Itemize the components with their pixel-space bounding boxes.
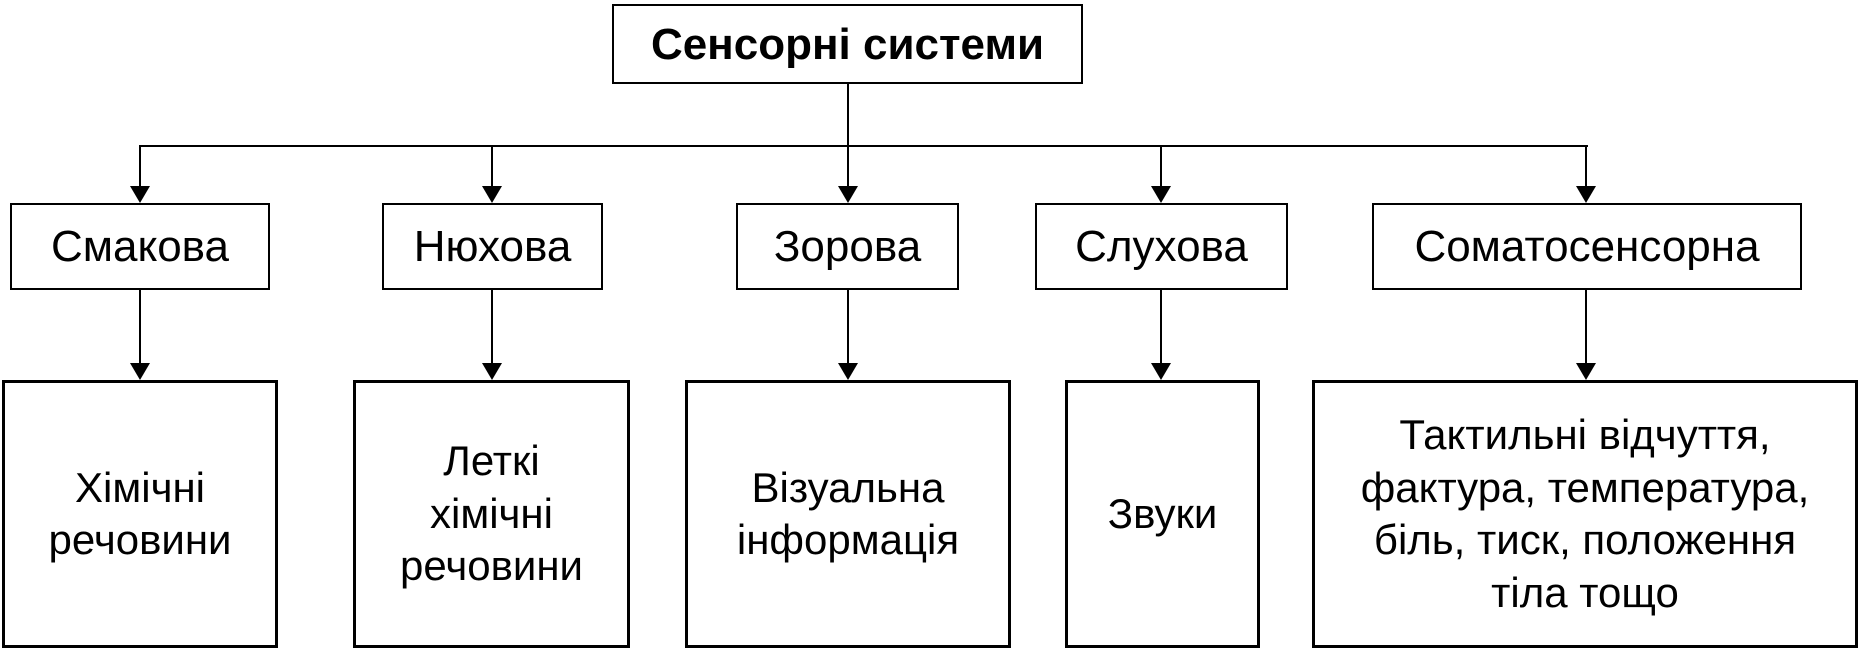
connector-drop-line-4 (1160, 145, 1162, 187)
node-sounds-label: Звуки (1107, 489, 1218, 537)
node-visual-information: Візуальна інформація (685, 380, 1011, 648)
node-visual-system-label: Зорова (773, 222, 922, 271)
connector-stimulus-line-3 (847, 290, 849, 364)
node-volatile-chemical-substances: Леткі хімічні речовини (353, 380, 630, 648)
node-visual-information-label: Візуальна інформація (736, 463, 960, 564)
node-taste-system-label: Смакова (50, 222, 230, 271)
connector-drop-line-2 (491, 145, 493, 187)
node-visual-system: Зорова (736, 203, 959, 290)
arrowhead-down-icon (1151, 363, 1171, 380)
connector-trunk-line (847, 84, 849, 187)
arrowhead-down-icon (482, 186, 502, 203)
node-somatosensory-system-label: Соматосенсорна (1414, 222, 1760, 271)
node-somatosensory-system: Соматосенсорна (1372, 203, 1802, 290)
connector-drop-line-1 (139, 145, 141, 187)
arrowhead-down-icon (482, 363, 502, 380)
node-sensory-systems-label: Сенсорні системи (650, 19, 1045, 69)
arrowhead-down-icon (1151, 186, 1171, 203)
node-tactile-sensations-label: Тактильні відчуття, фактура, температура… (1360, 411, 1810, 616)
connector-stimulus-line-2 (491, 290, 493, 364)
arrowhead-down-icon (130, 363, 150, 380)
node-chemical-substances-label: Хімічні речовини (48, 463, 232, 564)
arrowhead-down-icon (130, 186, 150, 203)
node-tactile-sensations: Тактильні відчуття, фактура, температура… (1312, 380, 1858, 648)
node-taste-system: Смакова (10, 203, 270, 290)
node-chemical-substances: Хімічні речовини (2, 380, 278, 648)
node-sounds: Звуки (1065, 380, 1260, 648)
connector-bus-line (139, 145, 1588, 147)
connector-stimulus-line-1 (139, 290, 141, 364)
node-olfactory-system: Нюхова (382, 203, 603, 290)
arrowhead-down-icon (1576, 186, 1596, 203)
connector-stimulus-line-5 (1585, 290, 1587, 364)
node-auditory-system: Слухова (1035, 203, 1288, 290)
arrowhead-down-icon (1576, 363, 1596, 380)
arrowhead-down-icon (838, 186, 858, 203)
arrowhead-down-icon (838, 363, 858, 380)
node-auditory-system-label: Слухова (1075, 222, 1248, 271)
node-volatile-chemical-substances-label: Леткі хімічні речовини (400, 437, 583, 590)
connector-stimulus-line-4 (1160, 290, 1162, 364)
node-olfactory-system-label: Нюхова (413, 222, 572, 271)
connector-drop-line-5 (1585, 145, 1587, 187)
node-sensory-systems: Сенсорні системи (612, 4, 1083, 84)
